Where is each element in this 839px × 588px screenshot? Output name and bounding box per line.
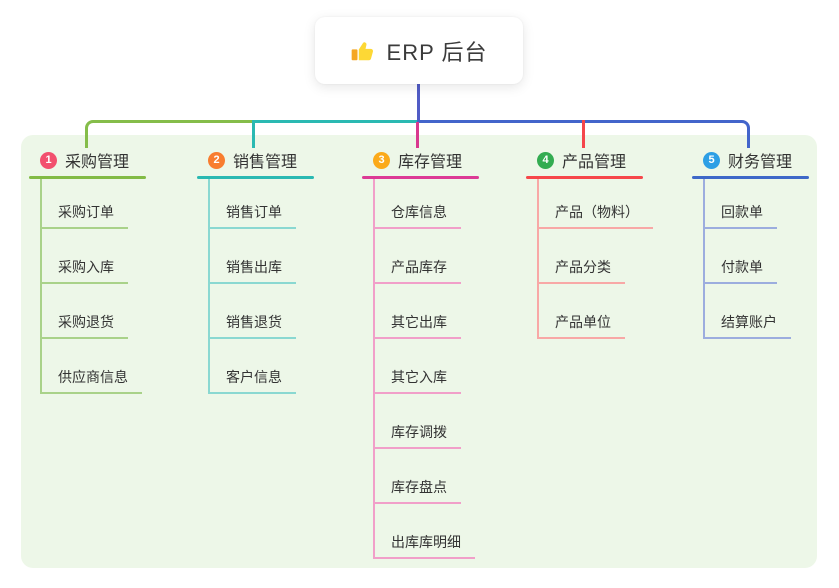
branch-label: 销售管理 xyxy=(233,154,298,171)
branch-underline xyxy=(197,176,314,179)
branch-children: 销售订单销售出库销售退货客户信息 xyxy=(208,179,314,394)
child-item[interactable]: 其它入库 xyxy=(375,339,461,394)
child-item[interactable]: 销售出库 xyxy=(210,229,296,284)
child-item[interactable]: 采购入库 xyxy=(42,229,128,284)
branch-number-badge: 4 xyxy=(537,151,554,169)
child-item[interactable]: 采购退货 xyxy=(42,284,128,339)
connector-root-vertical xyxy=(417,84,420,122)
branch-finance: 5 财务管理 回款单付款单结算账户 xyxy=(692,147,809,339)
child-item[interactable]: 库存盘点 xyxy=(375,449,461,504)
thumbs-up-icon xyxy=(351,38,377,64)
child-item[interactable]: 采购订单 xyxy=(42,179,128,229)
child-item[interactable]: 回款单 xyxy=(705,179,777,229)
branch-title[interactable]: 3 库存管理 xyxy=(362,147,479,173)
child-item[interactable]: 出库库明细 xyxy=(375,504,475,559)
branch-title[interactable]: 2 销售管理 xyxy=(197,147,314,173)
child-item[interactable]: 付款单 xyxy=(705,229,777,284)
child-item[interactable]: 产品库存 xyxy=(375,229,461,284)
branch-underline xyxy=(29,176,146,179)
connector-elbow-left-green xyxy=(85,120,255,148)
branch-label: 产品管理 xyxy=(562,154,627,171)
child-item[interactable]: 产品单位 xyxy=(539,284,625,339)
child-item[interactable]: 销售订单 xyxy=(210,179,296,229)
child-item[interactable]: 仓库信息 xyxy=(375,179,461,229)
branch-sales: 2 销售管理 销售订单销售出库销售退货客户信息 xyxy=(197,147,314,394)
branch-label: 财务管理 xyxy=(728,154,793,171)
branch-label: 采购管理 xyxy=(65,154,130,171)
connector-teal-segment xyxy=(255,120,417,123)
branch-product: 4 产品管理 产品（物料）产品分类产品单位 xyxy=(526,147,653,339)
branch-purchase: 1 采购管理 采购订单采购入库采购退货供应商信息 xyxy=(29,147,146,394)
branch-underline xyxy=(362,176,479,179)
branches-panel xyxy=(21,135,817,568)
child-item[interactable]: 客户信息 xyxy=(210,339,296,394)
branch-number-badge: 1 xyxy=(40,151,57,169)
child-item[interactable]: 供应商信息 xyxy=(42,339,142,394)
branch-children: 产品（物料）产品分类产品单位 xyxy=(537,179,653,339)
branch-children: 仓库信息产品库存其它出库其它入库库存调拨库存盘点出库库明细 xyxy=(373,179,479,559)
branch-title[interactable]: 5 财务管理 xyxy=(692,147,809,173)
child-item[interactable]: 销售退货 xyxy=(210,284,296,339)
child-item[interactable]: 其它出库 xyxy=(375,284,461,339)
branch-underline xyxy=(526,176,643,179)
root-label: ERP 后台 xyxy=(386,39,488,65)
branch-title[interactable]: 1 采购管理 xyxy=(29,147,146,173)
connector-drop-magenta xyxy=(416,122,419,148)
child-item[interactable]: 库存调拨 xyxy=(375,394,461,449)
branch-inventory: 3 库存管理 仓库信息产品库存其它出库其它入库库存调拨库存盘点出库库明细 xyxy=(362,147,479,559)
child-item[interactable]: 产品（物料） xyxy=(539,179,653,229)
branch-number-badge: 5 xyxy=(703,151,720,169)
branch-label: 库存管理 xyxy=(398,154,463,171)
branch-number-badge: 2 xyxy=(208,151,225,169)
branch-children: 采购订单采购入库采购退货供应商信息 xyxy=(40,179,146,394)
connector-drop-teal xyxy=(252,120,255,148)
branch-title[interactable]: 4 产品管理 xyxy=(526,147,653,173)
branch-underline xyxy=(692,176,809,179)
child-item[interactable]: 产品分类 xyxy=(539,229,625,284)
branch-children: 回款单付款单结算账户 xyxy=(703,179,809,339)
branch-number-badge: 3 xyxy=(373,151,390,169)
connector-drop-red xyxy=(582,120,585,148)
child-item[interactable]: 结算账户 xyxy=(705,284,791,339)
root-node[interactable]: ERP 后台 xyxy=(315,17,523,84)
